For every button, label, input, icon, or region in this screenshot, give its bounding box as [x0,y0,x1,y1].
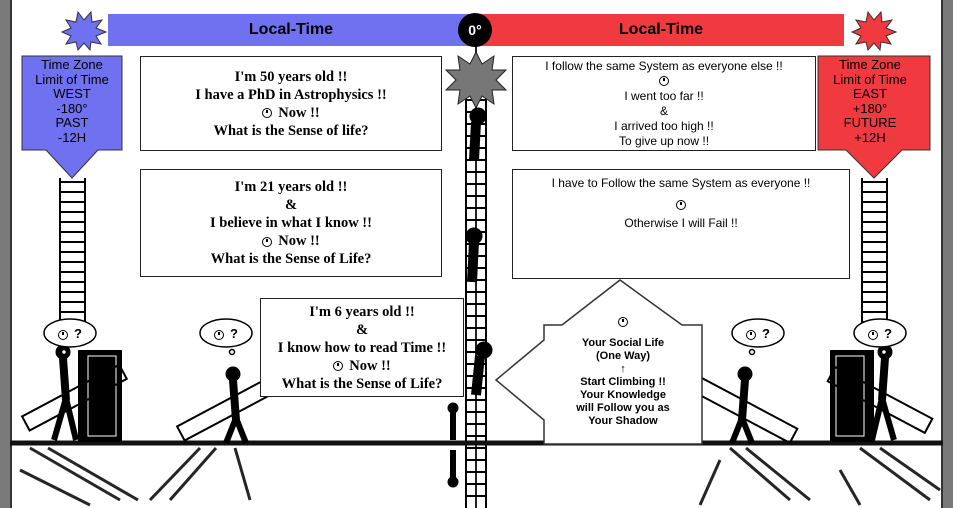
west-ladder [59,178,86,330]
box-line: Now !! [262,232,320,250]
system-mid-box: I have to Follow the same System as ever… [512,169,850,279]
clock-icon [333,361,344,372]
east-starburst [850,10,898,52]
east-local-time-bar: Local-Time [478,14,844,46]
social-life-arrow [494,279,703,445]
east-door [830,350,874,442]
zone-line: Time Zone [839,57,901,72]
box-line: What is the Sense of Life? [210,251,372,267]
zone-line: -12H [57,129,87,145]
clock-icon [746,329,756,340]
box-line: I'm 6 years old !! [309,303,415,320]
social-life-text: Your Social Life (One Way) ↑ Start Climb… [548,316,698,428]
center-starburst [444,50,508,110]
zone-line: Limit of Time [35,71,109,87]
box-line: I believe in what I know !! [210,215,372,231]
west-starburst [60,10,108,52]
climbing-figures [447,107,493,488]
thought-bubble-text: ? [214,326,238,341]
shadows [19,446,941,507]
box-line: & [284,197,298,213]
box-line: I went too far !! [624,88,704,103]
box-line: I know how to read Time !! [277,339,447,356]
box-line: Now !! [262,104,320,122]
box-line: Your Shadow [588,415,658,427]
thought-bubble-text: ? [868,326,892,341]
west-local-time-bar: Local-Time [108,14,474,46]
west-zone-text: Time Zone Limit of Time WEST -180° PAST … [22,57,122,145]
box-line: To give up now !! [618,133,710,148]
clock-icon [676,199,686,210]
zone-line: WEST [53,86,91,101]
box-line: & [355,321,369,338]
box-line: Your Knowledge [580,389,666,401]
box-line: I'm 50 years old !! [234,68,348,85]
east-ladder [861,178,888,330]
zone-line: +180° [852,100,888,116]
east-zone-text: Time Zone Limit of Time EAST +180° FUTUR… [820,57,920,145]
clock-icon [868,329,878,340]
system-top-box: I follow the same System as everyone els… [512,56,816,151]
zone-line: EAST [853,86,887,101]
clock-icon [58,329,68,340]
east-down-arrow [817,55,931,179]
age21-box: I'm 21 years old !! & I believe in what … [140,169,442,277]
box-line: What is the Sense of Life? [281,375,443,392]
thought-bubbles [43,318,907,356]
west-down-arrow [21,55,123,179]
zone-line: +12H [854,129,886,145]
west-local-time-label: Local-Time [248,21,334,38]
box-line: will Follow you as [576,402,670,414]
thought-bubble-text: ? [746,326,770,341]
clock-icon [618,317,628,328]
clock-icon [214,329,224,340]
box-line: (One Way) [596,350,650,362]
clock-icon [262,236,273,247]
zone-line: PAST [55,115,89,130]
box-line [548,316,698,329]
zone-line: FUTURE [843,115,897,130]
box-line: Your Social Life [581,337,665,349]
up-arrow-glyph: ↑ [620,363,626,375]
zone-line: Limit of Time [833,71,907,87]
box-line: Otherwise I will Fail !! [624,216,738,230]
age6-box: I'm 6 years old !! & I know how to read … [260,298,464,397]
thought-bubble-text: ? [58,326,82,341]
box-line: I have to Follow the same System as ever… [551,176,811,190]
zone-line: Time Zone [41,57,103,72]
box-line [659,74,669,89]
clock-icon [659,76,669,87]
clock-icon [262,108,273,119]
age50-box: I'm 50 years old !! I have a PhD in Astr… [140,56,442,151]
box-line: Now !! [333,357,391,375]
box-line: I'm 21 years old !! [234,179,348,195]
zero-degree-badge: 0° [458,13,492,47]
east-local-time-label: Local-Time [618,21,704,38]
box-line: & [659,103,668,118]
box-line: Start Climbing !! [580,376,666,388]
zone-line: -180° [56,100,88,116]
box-line: I arrived too high !! [614,118,714,133]
west-door [78,350,122,442]
box-line: I have a PhD in Astrophysics !! [195,86,387,103]
box-line [676,197,686,212]
box-line: What is the Sense of life? [213,122,369,139]
box-line: I follow the same System as everyone els… [545,58,783,73]
